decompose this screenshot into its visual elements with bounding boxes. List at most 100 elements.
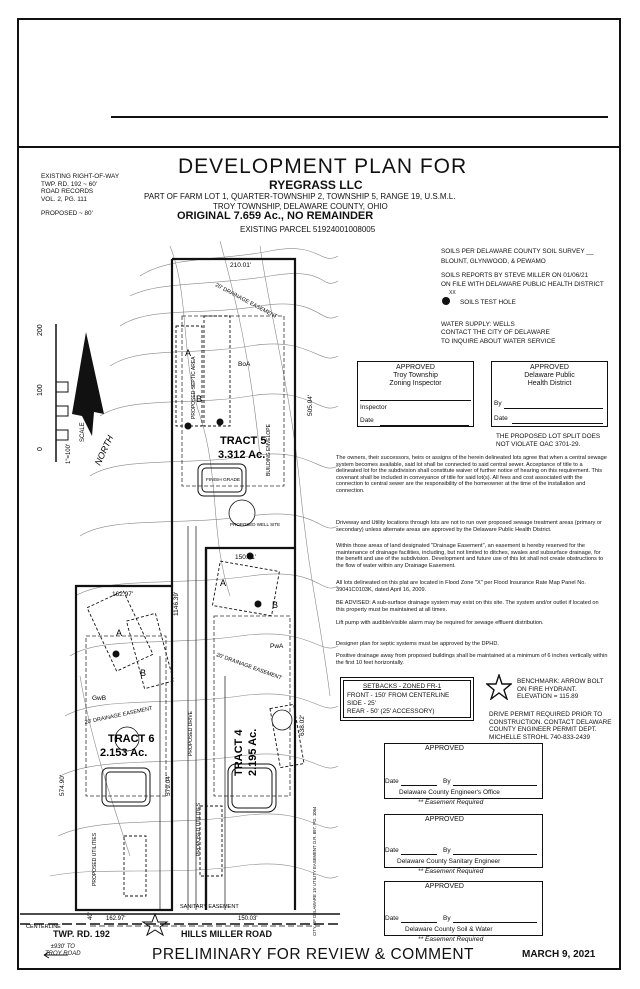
county-sanitary-box: APPROVED Date By Delaware County Sanitar… (384, 814, 543, 868)
scale-0: 0 (37, 447, 44, 451)
health-approval-box: APPROVED Delaware Public Health District… (491, 361, 608, 427)
lot-split-line-1: THE PROPOSED LOT SPLIT DOES (496, 433, 601, 440)
note-subsurface: BE ADVISED: A sub-surface drainage syste… (336, 600, 599, 613)
health-by-line (504, 408, 603, 409)
parcel-number: EXISTING PARCEL 51924001008005 (240, 225, 376, 234)
topo-contours (49, 240, 339, 879)
tract6-name: TRACT 6 (108, 733, 154, 745)
septic-label-t5: PROPOSED SEPTIC AREA (191, 356, 197, 419)
note-lift-pump: Lift pump with audible/visible alarm may… (336, 620, 544, 626)
scale-label: SCALE (80, 422, 86, 442)
scale-200: 200 (37, 324, 44, 336)
plan-date: MARCH 9, 2021 (522, 949, 596, 960)
preliminary-status: PRELIMINARY FOR REVIEW & COMMENT (152, 946, 475, 963)
engineer-by-line (453, 785, 537, 786)
road-name-left: TWP. RD. 192 (53, 929, 110, 939)
dim-638: 638.02' (299, 715, 306, 736)
proposed-houses (101, 463, 277, 813)
soils-report-2: ON FILE WITH DELAWARE PUBLIC HEALTH DIST… (441, 281, 604, 288)
centerline-label: CENTERLINE (26, 924, 61, 930)
acreage-line: ORIGINAL 7.659 Ac., NO REMAINDER (177, 210, 374, 222)
engineer-agency: Delaware County Engineer's Office (399, 789, 500, 796)
road-lines (20, 913, 340, 925)
well-site-t5: PROPOSED WELL SITE (230, 522, 280, 527)
tract4-name: TRACT 4 (233, 729, 245, 776)
sanitary-by-field[interactable]: By (443, 847, 451, 854)
label-b-t6: B (140, 668, 146, 678)
note-sewer: The owners, their successors, heirs or a… (336, 455, 607, 494)
water-supply-note: WATER SUPPLY: WELLS CONTACT THE CITY OF … (441, 321, 555, 346)
benchmark-line-1: BENCHMARK: ARROW BOLT (517, 678, 604, 685)
county-soil-water-box: APPROVED Date By Delaware County Soil & … (384, 881, 543, 936)
zoning-date-field[interactable]: Date (360, 417, 374, 424)
setbacks-inner (343, 680, 471, 718)
setbacks-rear: REAR - 50' (25' ACCESSORY) (347, 708, 435, 715)
lot-split-line-2: NOT VIOLATE OAC 3701-29. (496, 441, 581, 448)
drive-permit-line-4: MICHELLE STROHL 740-833-2439 (489, 733, 590, 741)
benchmark-note: BENCHMARK: ARROW BOLT ON FIRE HYDRANT. E… (517, 678, 604, 701)
note-flood: All lots delineated on this plat are loc… (336, 580, 586, 593)
zoning-line-1: Troy Township (393, 372, 438, 379)
dim-579: 579.04' (165, 775, 172, 796)
row-line-1: EXISTING RIGHT-OF-WAY (41, 173, 120, 180)
drive-label: PROPOSED DRIVE (188, 710, 194, 756)
zoning-divider (360, 400, 471, 401)
label-b-t5: B (196, 394, 202, 404)
zoning-line-2: Zoning Inspector (389, 380, 442, 387)
setbacks-front: FRONT - 150' FROM CENTERLINE (347, 692, 450, 699)
dim-505: 505.04' (307, 395, 314, 416)
sanitary-agency: Delaware County Sanitary Engineer (397, 858, 501, 865)
easement-label-top: 20' DRAINAGE EASEMENT (214, 282, 278, 320)
soil-pwa: PwA (270, 643, 284, 650)
title-block-blank (19, 20, 619, 148)
drive-permit-note: DRIVE PERMIT REQUIRED PRIOR TO CONSTRUCT… (489, 711, 612, 741)
tract5-area: 3.312 Ac. (218, 449, 265, 461)
sanitary-approved: APPROVED (425, 816, 464, 823)
sanitary-date-field[interactable]: Date (385, 847, 399, 854)
engineer-date-field[interactable]: Date (385, 778, 399, 785)
easement-label-mid: 20' DRAINAGE EASEMENT (215, 652, 283, 682)
soil-by-line (453, 922, 537, 923)
health-date-field[interactable]: Date (494, 415, 508, 422)
envelope-t5: BUILDING ENVELOPE (266, 423, 272, 476)
zoning-inspector-field[interactable]: Inspector (360, 404, 387, 411)
north-arrow-icon (72, 332, 104, 436)
tract6-area: 2.153 Ac. (100, 747, 147, 759)
benchmark-legend-star-icon (486, 674, 512, 700)
soil-easement-note: ** Easement Required (418, 936, 484, 943)
dim-top: 210.01' (230, 262, 251, 269)
well-sites (114, 499, 293, 752)
drive-permit-line-1: DRIVE PERMIT REQUIRED PRIOR TO (489, 711, 603, 718)
soil-by-field[interactable]: By (443, 915, 451, 922)
benchmark-star-icon (141, 912, 169, 937)
soils-types: BLOUNT, GLYNWOOD, & PEWAMO (441, 258, 546, 265)
row-line-2: TWP. RD. 192 ~ 60' (41, 180, 97, 188)
zoning-approved: APPROVED (396, 364, 435, 371)
dim-162: 162.97' (112, 591, 133, 598)
engineer-easement-note: ** Easement Required (418, 799, 484, 806)
engineer-by-field[interactable]: By (443, 778, 451, 785)
label-b-t4: B (272, 600, 278, 610)
engineer-approved: APPROVED (425, 745, 464, 752)
finish-grade-t5: FINISH GRADE (206, 477, 240, 483)
health-date-line (512, 423, 603, 424)
water-line-3: TO INQUIRE ABOUT WATER SERVICE (441, 337, 556, 345)
building-envelopes (85, 315, 291, 797)
sanitary-date-line (401, 854, 437, 855)
benchmark-line-3: ELEVATION = 115.89 (517, 693, 579, 701)
road-name-right: HILLS MILLER ROAD (181, 929, 272, 939)
test-hole-label: SOILS TEST HOLE (460, 299, 516, 306)
test-holes (112, 418, 262, 658)
county-engineer-box: APPROVED Date By Delaware County Enginee… (384, 743, 543, 799)
utilities-label-t6: PROPOSED UTILITIES (92, 832, 98, 886)
soils-title-text: SOILS PER DELAWARE COUNTY SOIL SURVEY (441, 248, 585, 255)
test-hole-symbol-icon (442, 297, 450, 305)
health-by-field[interactable]: By (494, 400, 502, 407)
scale-100: 100 (37, 384, 44, 396)
drives-utilities (90, 526, 320, 927)
zoning-date-line (380, 425, 469, 426)
drive-permit-line-2: CONSTRUCTION. CONTACT DELAWARE (489, 718, 612, 726)
tract4-area: 2.195 Ac. (247, 729, 259, 776)
scale-bar (55, 324, 69, 462)
soil-date-field[interactable]: Date (385, 915, 399, 922)
